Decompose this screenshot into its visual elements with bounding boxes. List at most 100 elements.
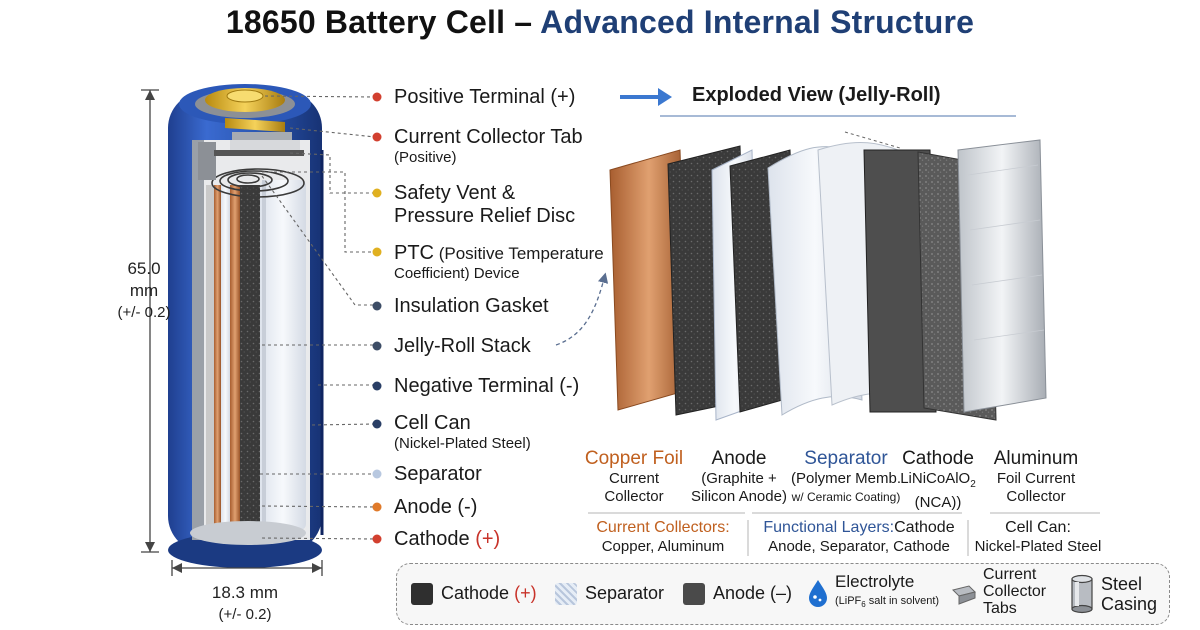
legend-tabs-2: Collector [983,583,1047,600]
legend-separator-swatch [555,583,577,605]
jelly-roll-spiral [211,168,305,198]
layer-cathode-sheet [863,149,937,413]
legend-tabs: Current Collector Tabs [983,566,1046,617]
column-formula: LiNiCoAlO [900,470,971,487]
current-collector-tab-icon [952,585,976,605]
safety-vent-disc [232,132,292,140]
ptc-device [230,140,300,150]
height-unit: mm [129,281,159,300]
leader-lines [260,95,376,540]
callout-cell-can: Cell Can (Nickel-Plated Steel) [394,412,531,453]
legend-tabs-1: Current [983,566,1037,583]
callout-label: PTC [394,242,434,264]
callout-negative-terminal: Negative Terminal (-) [394,375,580,397]
column-head: Anode [711,448,767,469]
legend-cathode: Cathode (+) [441,583,537,604]
callout-sub: Coefficient) Device [394,265,520,282]
legend-electrolyte-sub-b: salt in solvent) [865,595,940,607]
column-line-2: (NCA)) [914,494,962,511]
title-part-1: 18650 Battery Cell – [225,4,541,40]
electrolyte-drop-icon [809,580,827,607]
column-aluminum: Aluminum Foil Current Collector [980,448,1092,506]
steel-casing-icon [1071,574,1093,614]
group-functional-layers: Functional Layers:Cathode Anode, Separat… [748,518,970,556]
callout-sub: (Positive) [394,149,457,166]
cell-separator-strip [260,180,306,530]
height-dimension: 65.0 mm (+/- 0.2) [100,258,188,324]
callout-label: Cell Can [394,412,471,434]
legend-electrolyte-sub: (LiPF6 salt in solvent) [835,595,939,609]
jelly-roll-pointer-arrow [555,272,609,346]
callout-label: Safety Vent & [394,182,516,204]
layer-aluminum-foil [957,139,1047,413]
column-separator: Separator (Polymer Memb. w/ Ceramic Coat… [783,448,909,506]
callout-sub: (Nickel-Plated Steel) [394,435,531,452]
column-head: Separator [804,448,888,469]
cell-anode-strip [214,185,221,530]
group-head-tail: Cathode [894,519,955,536]
column-formula-sub: 2 [970,479,976,490]
legend-casing-1: Steel [1101,574,1143,594]
legend-anode: Anode (–) [713,583,793,603]
column-head: Copper Foil [584,448,684,469]
callout-jelly-roll-stack: Jelly-Roll Stack [394,335,531,357]
width-tolerance: (+/- 0.2) [218,606,272,623]
current-collector-tab [225,118,285,132]
column-anode: Anode (Graphite + Silicon Anode) [684,448,794,506]
legend-tabs-3: Tabs [983,600,1017,617]
exploded-view-arrow [620,88,672,106]
exploded-view-title: Exploded View (Jelly-Roll) [692,84,941,106]
callout-ptc: PTC (Positive Temperature Coefficient) D… [394,242,604,283]
cell-graphite-strip [240,185,260,530]
legend-anode-swatch [683,583,705,605]
column-line-1: Foil Current [996,470,1076,487]
column-copper-foil: Copper Foil Current Collector [572,448,696,506]
callout-dots [372,92,382,544]
column-line-2: Collector [1006,488,1066,505]
callout-plus: (+) [475,528,501,550]
callout-insulation-gasket: Insulation Gasket [394,295,549,317]
height-tolerance: (+/- 0.2) [117,304,171,321]
title-part-2: Advanced Internal Structure [540,4,975,40]
group-separators [588,512,1100,556]
callout-label-2: Pressure Relief Disc [394,205,576,227]
legend: Cathode (+) Separator Anode (–) Electrol… [396,563,1170,625]
legend-cathode-label: Cathode [441,583,510,603]
callout-positive-terminal: Positive Terminal (+) [394,86,576,108]
group-line: Anode, Separator, Cathode [768,538,950,555]
column-line-1: (Graphite + [701,470,777,487]
group-line: Nickel-Plated Steel [974,538,1102,555]
group-current-collectors: Current Collectors: Copper, Aluminum [578,518,748,556]
height-value: 65.0 [127,259,161,278]
column-cathode: Cathode LiNiCoAlO2 (NCA)) [890,448,986,512]
callout-label: Current Collector Tab [394,126,583,148]
callout-current-collector-tab: Current Collector Tab (Positive) [394,126,583,167]
legend-electrolyte: Electrolyte [835,572,915,591]
column-head: Aluminum [993,448,1079,469]
callout-cathode: Cathode (+) [394,528,500,551]
column-line-2: w/ Ceramic Coating) [791,490,901,504]
callout-label-rest: (Positive Temperature [434,244,604,263]
legend-electrolyte-sub-a: (LiPF [835,595,862,607]
callout-anode: Anode (-) [394,496,478,518]
group-cell-can: Cell Can: Nickel-Plated Steel [968,518,1108,556]
group-head: Current Collectors: [596,519,730,536]
callout-safety-vent: Safety Vent & Pressure Relief Disc [394,182,575,228]
page-title: 18650 Battery Cell – Advanced Internal S… [0,4,1200,41]
group-head: Functional Layers: [763,519,895,536]
column-head: Cathode [902,448,974,469]
legend-casing: Steel Casing [1101,574,1157,614]
group-line: Copper, Aluminum [601,538,725,555]
column-line-1: Current [608,470,660,487]
column-line-1: (Polymer Memb. [790,470,902,487]
column-line-2: Silicon Anode) [691,488,787,505]
width-dimension: 18.3 mm (+/- 0.2) [195,582,295,626]
legend-casing-2: Casing [1101,594,1158,614]
column-line-2: Collector [604,488,664,505]
legend-electrolyte-sub-n: 6 [861,600,866,610]
exploded-layers [609,139,1047,421]
legend-cathode-plus: (+) [514,583,537,603]
group-head: Cell Can: [1005,519,1071,536]
battery-cell [168,84,324,568]
